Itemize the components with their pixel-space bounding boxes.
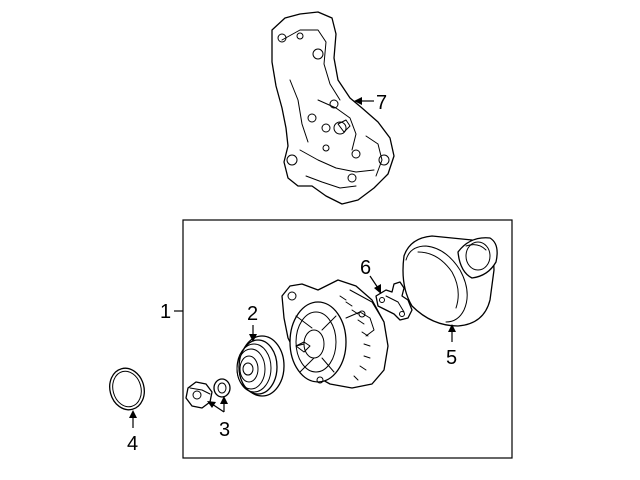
rear-cover[interactable]: [402, 235, 498, 327]
seal-ring[interactable]: [105, 364, 149, 413]
leader-lines: [129, 97, 456, 428]
nut-and-washer[interactable]: [185, 378, 231, 409]
callout-3: 3: [219, 419, 230, 441]
assembly-frame: [182, 219, 513, 459]
callout-6: 6: [360, 257, 371, 279]
voltage-regulator[interactable]: [375, 281, 413, 321]
mounting-bracket[interactable]: [271, 11, 395, 205]
alternator[interactable]: [281, 279, 389, 389]
callout-1: 1: [160, 301, 171, 323]
callout-7: 7: [376, 92, 387, 114]
callout-2: 2: [247, 303, 258, 325]
callout-5: 5: [446, 347, 457, 369]
callout-4: 4: [127, 433, 138, 455]
pulley[interactable]: [236, 335, 285, 397]
